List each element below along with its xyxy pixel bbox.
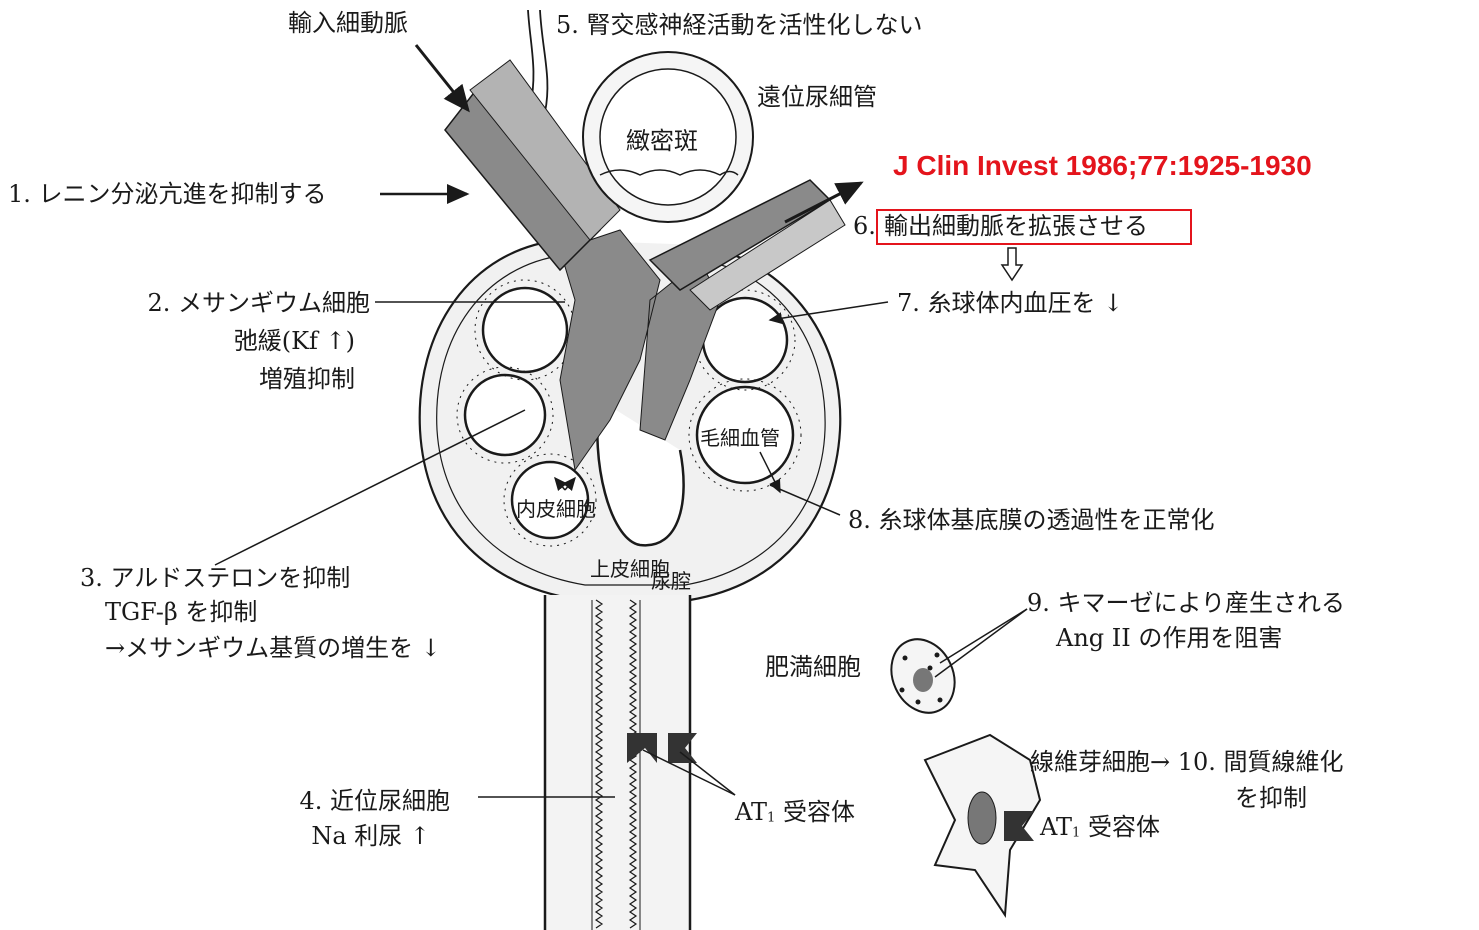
label-item6-number: 6. [853, 211, 876, 242]
highlight-box [876, 209, 1192, 245]
label-item2-line3: 増殖抑制 [60, 364, 355, 395]
label-item9-line1: 9. キマーゼにより産生される [1027, 588, 1345, 619]
label-item5: 5. 腎交感神経活動を活性化しない [556, 10, 923, 41]
label-item7: 7. 糸球体内血圧を ↓ [897, 288, 1123, 319]
down-open-arrow [1002, 248, 1022, 280]
label-item3-line1: 3. アルドステロンを抑制 [80, 563, 350, 594]
label-item2-line1: 2. メサンギウム細胞 [60, 288, 370, 319]
label-item3-line2: TGF-β を抑制 [105, 597, 257, 628]
label-at1-receptor-tubule: AT1 受容体 [735, 797, 855, 833]
mast-cell [880, 629, 966, 723]
label-urinary-space: 尿腔 [651, 569, 691, 593]
label-item2-line2: 弛緩(Kf ↑) [60, 326, 355, 357]
fibroblast [925, 735, 1040, 915]
label-item9-line2: Ang II の作用を阻害 [1056, 623, 1282, 654]
label-item4-line2: Na 利尿 ↑ [180, 821, 430, 852]
label-distal-tubule: 遠位尿細管 [757, 82, 877, 113]
label-macula-densa: 緻密斑 [626, 126, 698, 157]
label-item10-line2: を抑制 [1235, 783, 1307, 814]
label-item10-line1: 線維芽細胞→ 10. 間質線維化 [1030, 747, 1344, 778]
label-item8: 8. 糸球体基底膜の透過性を正常化 [848, 505, 1215, 536]
label-item4-line1: 4. 近位尿細胞 [180, 786, 450, 817]
citation: J Clin Invest 1986;77:1925-1930 [893, 150, 1312, 182]
label-endothelial: 内皮細胞 [516, 497, 596, 521]
label-afferent-arteriole: 輸入細動脈 [288, 8, 408, 39]
label-capillary: 毛細血管 [700, 426, 780, 450]
at1-receptor-fibroblast [1004, 811, 1034, 841]
label-mast-cell: 肥満細胞 [765, 652, 861, 683]
label-item1: 1. レニン分泌亢進を抑制する [8, 179, 327, 210]
label-at1-receptor-fibroblast: AT1 受容体 [1040, 812, 1160, 848]
label-item3-line3: →メサンギウム基質の増生を ↓ [105, 633, 441, 664]
